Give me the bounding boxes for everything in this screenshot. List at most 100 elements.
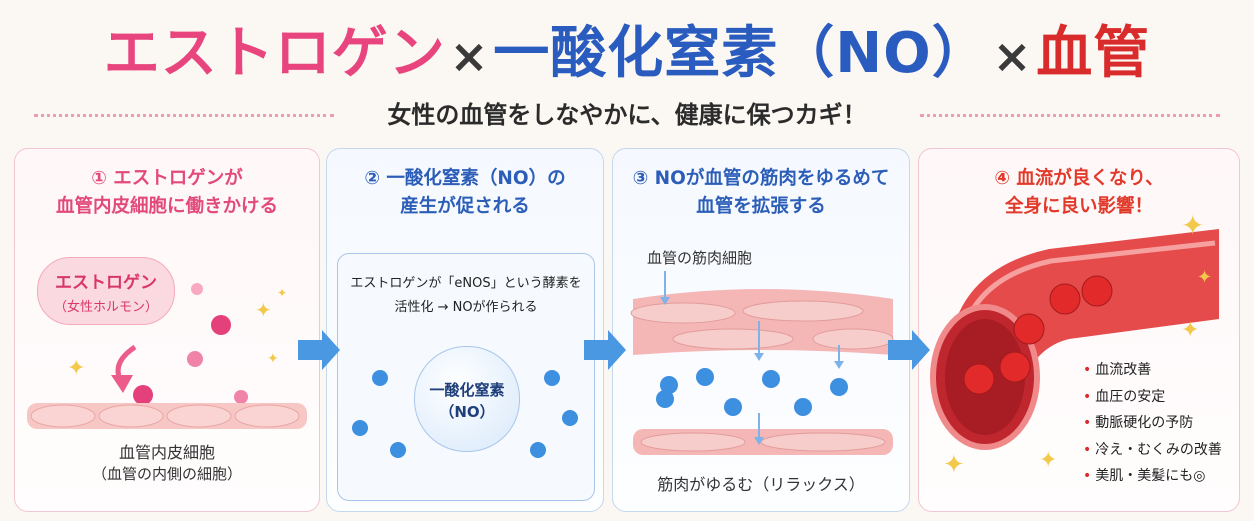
no-flow-arrow-head xyxy=(754,437,764,445)
subtitle-row: 女性の血管をしなやかに、健康に保つカギ！ xyxy=(0,100,1254,130)
no-molecule xyxy=(830,378,848,396)
bullet-dot-icon: • xyxy=(1083,415,1092,431)
muscle-cell xyxy=(672,328,794,350)
title-cross-2: × xyxy=(992,29,1033,83)
no-molecules xyxy=(352,370,578,458)
estrogen-bubble: エストロゲン （女性ホルモン） xyxy=(37,257,175,325)
sparkle-icon: ✦ xyxy=(1181,209,1204,242)
bullet-dot-icon: • xyxy=(1083,388,1092,405)
page-title: エストロゲン×一酸化窒素（NO）×血管 xyxy=(0,18,1254,92)
nitric-oxide-circle: 一酸化窒素 （NO） xyxy=(414,346,520,452)
step-3-heading-line-2: 血管を拡張する xyxy=(696,196,826,217)
no-production-box: エストロゲンが「eNOS」という酵素を 活性化 → NOが作られる 一酸化窒素 … xyxy=(337,253,595,501)
dotted-divider-left xyxy=(34,114,334,117)
nitric-oxide-label-line-1: 一酸化窒素 xyxy=(429,381,505,399)
step-3-panel: ③ NOが血管の筋肉をゆるめて 血管を拡張する 血管の筋肉細胞 xyxy=(612,148,910,512)
sparkle-icon: ✦ xyxy=(1197,267,1212,288)
enos-description-line-1: エストロゲンが「eNOS」という酵素を xyxy=(350,276,582,291)
benefit-item: •血圧の安定 xyxy=(1083,384,1222,411)
no-molecule xyxy=(794,398,812,416)
bullet-dot-icon: • xyxy=(1083,441,1092,458)
vessel-muscle-illustration xyxy=(630,271,894,455)
benefits-list: •血流改善 •血圧の安定 •動脈硬化の予防 •冷え・むくみの改善 •美肌・美髪に… xyxy=(1083,357,1222,490)
step-2-panel: ② 一酸化窒素（NO）の 産生が促される エストロゲンが「eNOS」という酵素を… xyxy=(326,148,604,512)
benefit-text: 血圧の安定 xyxy=(1095,388,1166,405)
title-estrogen: エストロゲン xyxy=(103,21,446,86)
no-flow-arrow-head xyxy=(834,361,844,369)
no-molecule xyxy=(656,390,674,408)
red-blood-cell xyxy=(999,351,1031,383)
endothelium-illustration: ✦ ✦ ✦ ✦ xyxy=(27,283,307,429)
subtitle: 女性の血管をしなやかに、健康に保つカギ！ xyxy=(387,101,867,129)
endothelial-cell xyxy=(98,404,164,428)
bullet-dot-icon: • xyxy=(1083,468,1092,484)
title-blood-vessel: 血管 xyxy=(1036,21,1151,86)
no-flow-arrow-head xyxy=(754,353,764,361)
estrogen-bubble-title: エストロゲン xyxy=(55,273,157,293)
muscle-cell xyxy=(640,432,746,452)
endothelial-cell-sublabel: （血管の内側の細胞） xyxy=(91,465,242,483)
bullet-dot-icon: • xyxy=(1083,362,1092,378)
muscle-cell xyxy=(630,302,736,324)
muscle-cell-label: 血管の筋肉細胞 xyxy=(647,249,753,267)
no-molecule xyxy=(372,370,388,386)
benefit-text: 血流改善 xyxy=(1095,362,1152,378)
benefit-item: •動脈硬化の予防 xyxy=(1083,410,1222,437)
endothelial-cell xyxy=(166,404,232,428)
no-molecule xyxy=(390,442,406,458)
step-1-heading-line-1: ① エストロゲンが xyxy=(91,168,243,189)
red-blood-cell xyxy=(1013,313,1045,345)
red-blood-cell xyxy=(963,363,995,395)
benefit-item: •美肌・美髪にも◎ xyxy=(1083,463,1222,490)
title-nitric-oxide: 一酸化窒素（NO） xyxy=(493,21,989,86)
enos-description: エストロゲンが「eNOS」という酵素を 活性化 → NOが作られる xyxy=(338,272,594,320)
estrogen-arrow-head xyxy=(111,375,133,393)
no-molecule xyxy=(544,370,560,386)
title-cross-1: × xyxy=(449,29,490,83)
step-4-panel: ④ 血流が良くなり、 全身に良い影響！ ✦ ✦ ✦ ✦ ✦ •血流改善 •血圧の… xyxy=(918,148,1240,512)
step-2-heading-line-2: 産生が促される xyxy=(400,196,530,217)
sparkle-icon: ✦ xyxy=(943,450,965,480)
estrogen-molecule xyxy=(191,283,203,295)
benefit-text: 美肌・美髪にも◎ xyxy=(1095,468,1206,484)
no-molecule xyxy=(762,370,780,388)
step-4-heading-line-1: ④ 血流が良くなり、 xyxy=(994,168,1164,189)
no-molecule xyxy=(562,410,578,426)
sparkle-icon: ✦ xyxy=(255,298,272,322)
muscle-cell xyxy=(760,432,886,452)
benefit-item: •冷え・むくみの改善 xyxy=(1083,437,1222,464)
red-blood-cell xyxy=(1081,275,1113,307)
estrogen-molecule xyxy=(133,385,153,405)
healthy-vessel-illustration: ✦ ✦ ✦ ✦ ✦ xyxy=(930,209,1219,480)
benefit-text: 動脈硬化の予防 xyxy=(1095,415,1194,431)
step-2-heading-line-1: ② 一酸化窒素（NO）の xyxy=(364,168,566,189)
muscle-relax-label: 筋肉がゆるむ（リラックス） xyxy=(657,475,865,494)
endothelial-cell-label: 血管内皮細胞 xyxy=(118,443,215,462)
step-3-heading: ③ NOが血管の筋肉をゆるめて 血管を拡張する xyxy=(613,165,909,221)
step-1-panel: ① エストロゲンが 血管内皮細胞に働きかける ✦ ✦ ✦ ✦ エストロゲン （女… xyxy=(14,148,320,512)
step-4-heading-line-2: 全身に良い影響！ xyxy=(1004,196,1153,217)
estrogen-molecule xyxy=(234,390,248,404)
estrogen-bubble-subtitle: （女性ホルモン） xyxy=(53,300,158,315)
no-molecule xyxy=(352,420,368,436)
sparkle-icon: ✦ xyxy=(277,286,287,300)
muscle-cell xyxy=(742,300,864,322)
estrogen-molecule xyxy=(211,315,231,335)
sparkle-icon: ✦ xyxy=(1039,448,1057,473)
step-1-heading-line-2: 血管内皮細胞に働きかける xyxy=(55,196,278,217)
no-molecule xyxy=(530,442,546,458)
muscle-cell xyxy=(812,328,894,350)
step-2-heading: ② 一酸化窒素（NO）の 産生が促される xyxy=(327,165,603,221)
step-4-heading: ④ 血流が良くなり、 全身に良い影響！ xyxy=(919,165,1239,221)
no-molecule xyxy=(724,398,742,416)
benefit-item: •血流改善 xyxy=(1083,357,1222,384)
step-3-heading-line-1: ③ NOが血管の筋肉をゆるめて xyxy=(632,168,890,189)
sparkle-icon: ✦ xyxy=(67,356,85,381)
estrogen-molecule xyxy=(187,351,203,367)
endothelial-cell xyxy=(30,404,96,428)
sparkle-icon: ✦ xyxy=(1181,318,1199,343)
step-1-heading: ① エストロゲンが 血管内皮細胞に働きかける xyxy=(15,165,319,221)
red-blood-cell xyxy=(1049,283,1081,315)
sparkle-icon: ✦ xyxy=(267,351,279,367)
